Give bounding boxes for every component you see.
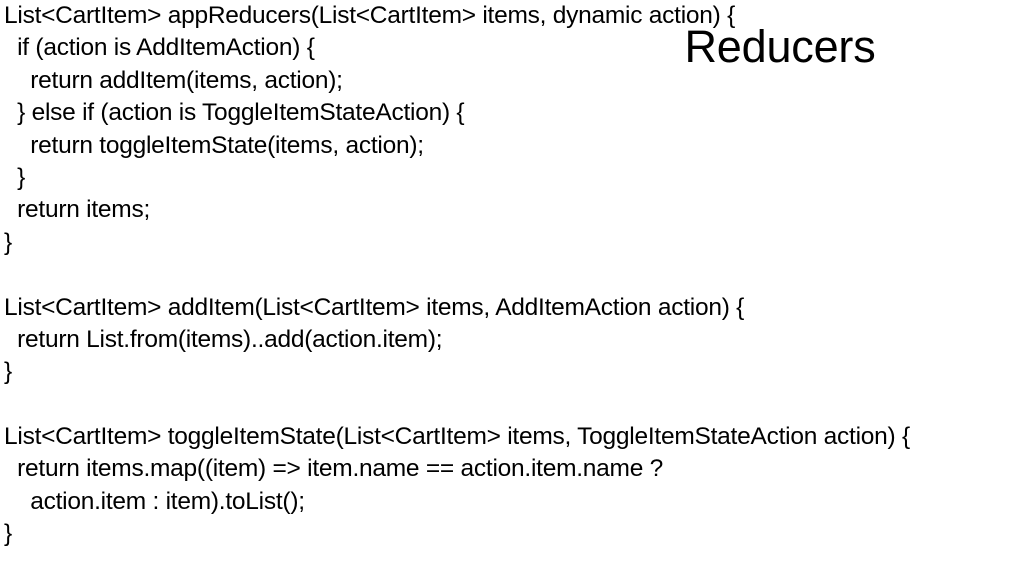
code-line-blank <box>4 259 1014 291</box>
code-line: return items; <box>4 196 151 224</box>
code-block: List<CartItem> appReducers(List<CartItem… <box>4 0 1014 551</box>
code-line: } else if (action is ToggleItemStateActi… <box>4 99 465 127</box>
code-line-blank <box>4 389 1014 421</box>
code-line: action.item : item).toList(); <box>4 487 305 515</box>
code-line: List<CartItem> toggleItemState(List<Cart… <box>4 423 910 451</box>
code-line: if (action is AddItemAction) { <box>4 34 315 62</box>
code-line: return List.from(items)..add(action.item… <box>4 325 443 353</box>
code-line: return items.map((item) => item.name == … <box>4 455 664 483</box>
page-title: Reducers <box>684 21 876 72</box>
code-line: } <box>4 520 12 548</box>
code-line: } <box>4 228 12 256</box>
code-line: return addItem(items, action); <box>4 66 343 94</box>
code-line: List<CartItem> appReducers(List<CartItem… <box>4 2 736 29</box>
code-line: } <box>4 358 12 386</box>
code-line: List<CartItem> addItem(List<CartItem> it… <box>4 293 745 321</box>
code-line: return toggleItemState(items, action); <box>4 131 424 159</box>
code-line: } <box>4 163 26 191</box>
